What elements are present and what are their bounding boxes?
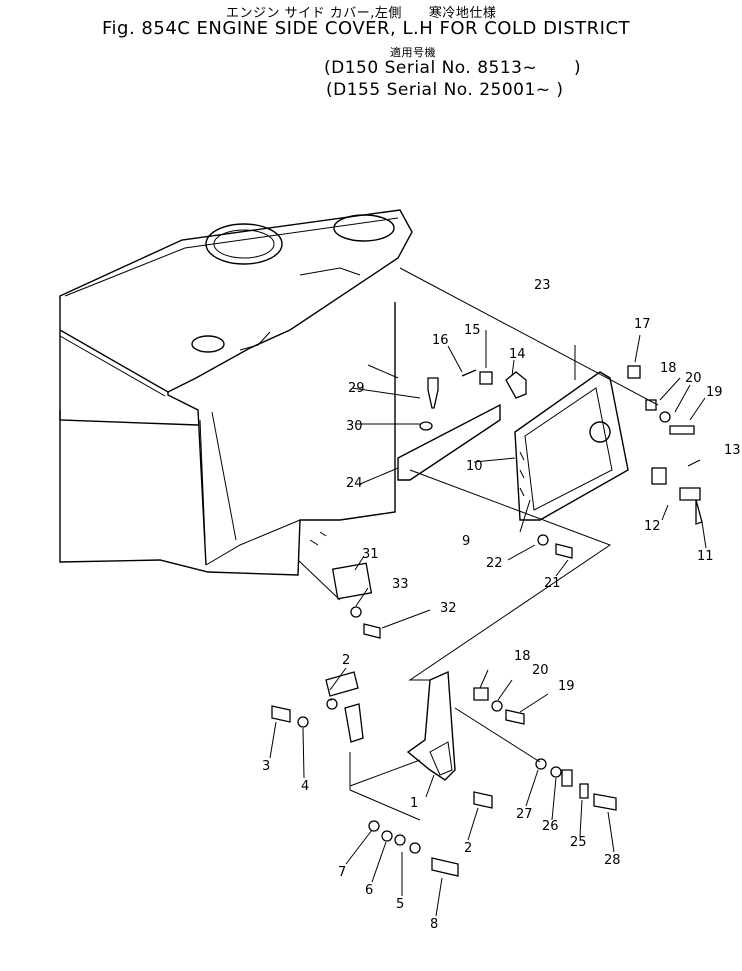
japanese-title: エンジン サイド カバー,左側 寒冷地仕様 [226, 6, 497, 21]
callout-27: 27 [516, 807, 533, 822]
callout-18-upper: 18 [660, 361, 677, 376]
bracket-24 [397, 403, 501, 481]
callout-31: 31 [362, 547, 379, 562]
applicable-models-label: 適用号機 [390, 46, 436, 59]
callout-28: 28 [604, 853, 621, 868]
callout-33: 33 [392, 577, 409, 592]
serial-range-d155: (D155 Serial No. 25001~ ) [326, 80, 564, 100]
callout-8: 8 [430, 917, 438, 932]
callout-17: 17 [634, 317, 651, 332]
callout-7: 7 [338, 865, 346, 880]
lower-bracket-1 [406, 670, 456, 781]
callout-20-upper: 20 [685, 371, 702, 386]
callout-26: 26 [542, 819, 559, 834]
serial-range-d150: (D150 Serial No. 8513~ [324, 58, 538, 78]
callout-10: 10 [466, 459, 483, 474]
callout-3: 3 [262, 759, 270, 774]
callout-18-lower: 18 [514, 649, 531, 664]
figure-title: Fig. 854C ENGINE SIDE COVER, L.H FOR COL… [102, 18, 631, 39]
callout-24: 24 [346, 476, 363, 491]
callout-19-lower: 19 [558, 679, 575, 694]
callout-labels: 1 2 2 3 4 5 6 7 8 9 10 11 12 13 14 15 16… [262, 278, 741, 932]
callout-23: 23 [534, 278, 551, 293]
callout-15: 15 [464, 323, 481, 338]
callout-12: 12 [644, 519, 661, 534]
callout-20-lower: 20 [532, 663, 549, 678]
callout-29: 29 [348, 381, 365, 396]
engine-hood-housing [59, 209, 413, 576]
callout-30: 30 [346, 419, 363, 434]
callout-13: 13 [724, 443, 741, 458]
callout-22: 22 [486, 556, 503, 571]
callout-21: 21 [544, 576, 561, 591]
callout-6: 6 [365, 883, 373, 898]
callout-16: 16 [432, 333, 449, 348]
callout-14: 14 [509, 347, 526, 362]
serial-range-d150-close: ) [574, 58, 582, 78]
callout-5: 5 [396, 897, 404, 912]
callout-2-lower: 2 [464, 841, 472, 856]
side-cover-frame [514, 371, 629, 521]
small-parts [271, 365, 703, 877]
callout-25: 25 [570, 835, 587, 850]
callout-4: 4 [301, 779, 309, 794]
assembly-lines [269, 267, 707, 917]
callout-11: 11 [697, 549, 714, 564]
callout-32: 32 [440, 601, 457, 616]
callout-19-upper: 19 [706, 385, 723, 400]
callout-2-upper: 2 [342, 653, 350, 668]
callout-1: 1 [410, 796, 418, 811]
callout-9: 9 [462, 534, 470, 549]
